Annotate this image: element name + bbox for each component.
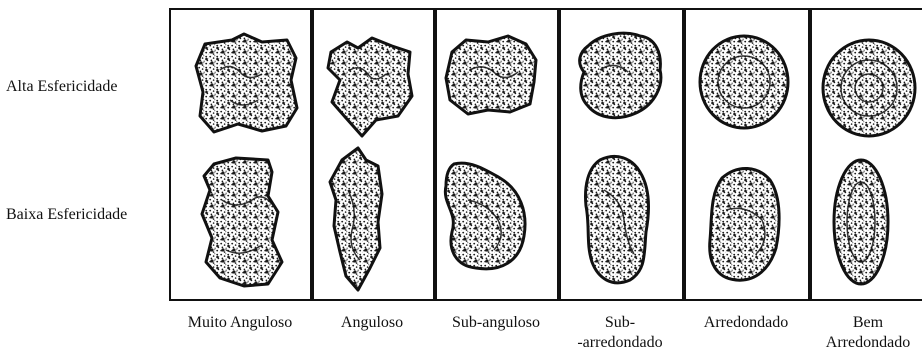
col-label-angular: Anguloso [341,313,403,333]
grain-very-angular-low [202,158,282,286]
col-label-very-angular: Muito Anguloso [188,313,292,333]
grain-rounded-low [710,168,779,280]
col-label-line: Sub- [577,313,662,333]
grain-very-angular-high [196,34,297,132]
col-label-subrounded: Sub- -arredondado [577,313,662,353]
grain-angular-high [328,38,412,136]
grain-subrounded-high [580,33,661,117]
grain-rounded-high [700,36,788,128]
col-label-well-rounded: Bem Arredondado [826,313,910,353]
col-label-line: Muito Anguloso [188,313,292,333]
grain-subangular-low [445,163,525,269]
grain-subrounded-low [586,156,649,282]
grains-high-sphericity [196,33,915,136]
col-label-line: Arredondado [826,333,910,353]
col-label-line: Arredondado [704,313,788,333]
grains-low-sphericity [202,148,888,290]
grain-well-rounded-high [823,40,915,136]
col-label-line: -arredondado [577,333,662,353]
grain-subangular-high [446,36,536,114]
col-label-line: Sub-anguloso [452,313,540,333]
col-label-line: Bem [826,313,910,333]
col-label-rounded: Arredondado [704,313,788,333]
col-label-subangular: Sub-anguloso [452,313,540,333]
grain-well-rounded-low [834,160,888,284]
grain-angular-low [330,148,382,290]
col-label-line: Anguloso [341,313,403,333]
